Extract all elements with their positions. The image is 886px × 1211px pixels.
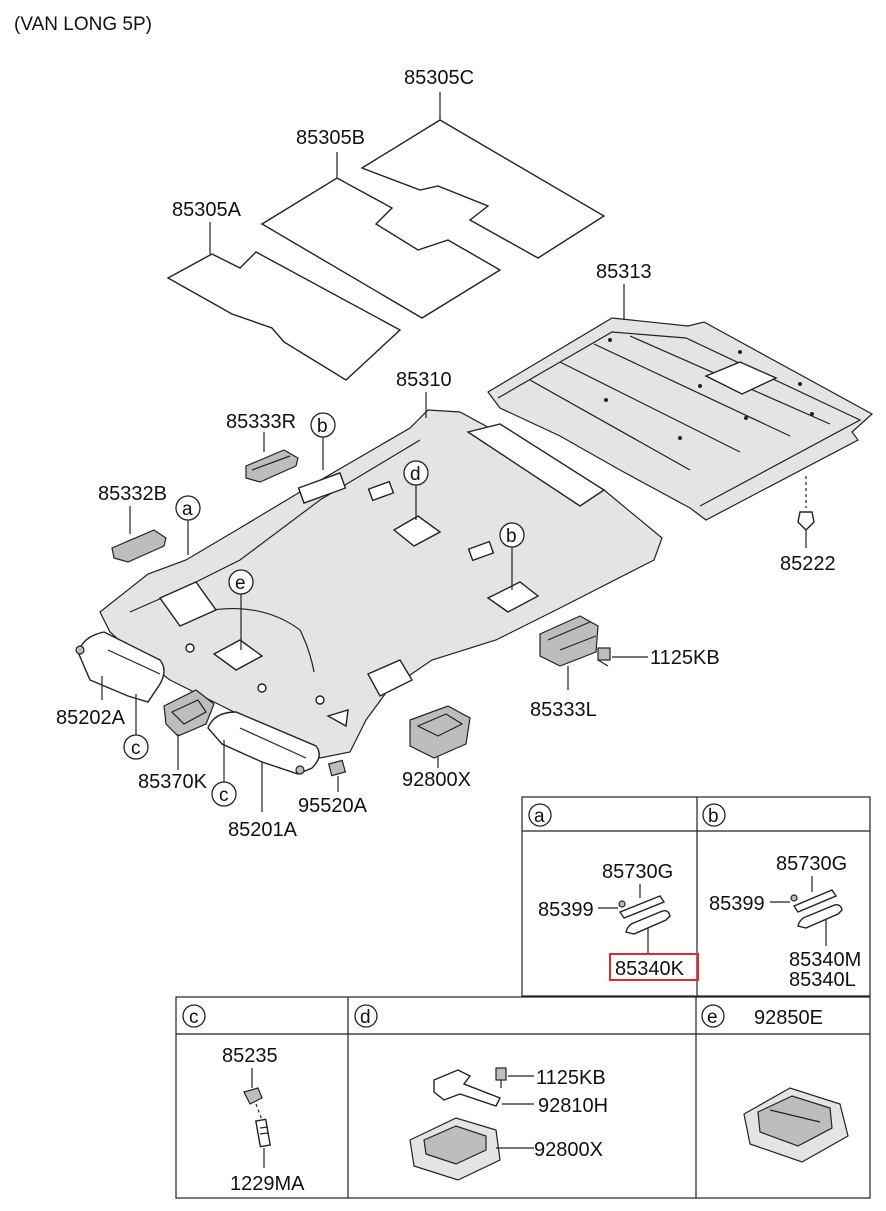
roof-panel-85313[interactable] [487, 317, 874, 521]
detail-c-clip[interactable] [243, 1087, 263, 1105]
svg-text:b: b [506, 526, 517, 547]
svg-text:b: b [708, 806, 719, 827]
detail-d-bolt-label: 1125KB [536, 1067, 606, 1089]
label-85370k: 85370K [138, 771, 208, 793]
detail-b-screw-label: 85399 [709, 893, 765, 915]
svg-text:c: c [131, 738, 141, 759]
pad-85305c[interactable] [360, 119, 606, 259]
callout-b-lower[interactable]: b [499, 522, 525, 548]
svg-text:d: d [360, 1007, 371, 1028]
bracket-85333l[interactable] [539, 615, 599, 667]
label-85202a: 85202A [56, 707, 126, 729]
detail-a-screw-label: 85399 [538, 899, 594, 921]
label-85305c: 85305C [404, 67, 474, 89]
detail-d-bracket-label: 92810H [538, 1095, 608, 1117]
sunvisor-85201a[interactable] [207, 711, 320, 775]
bracket-85332b[interactable] [111, 529, 167, 563]
label-85333l: 85333L [530, 699, 597, 721]
detail-a-handle[interactable] [625, 909, 671, 935]
lamp-92800x[interactable] [409, 705, 471, 759]
detail-b-handle-1-label: 85340M [789, 949, 861, 971]
svg-text:c: c [219, 785, 229, 806]
lamp-85370k[interactable] [163, 689, 215, 737]
detail-e-lamp[interactable] [743, 1087, 849, 1163]
variant-label: (VAN LONG 5P) [14, 14, 152, 35]
detail-b-screw[interactable] [790, 894, 798, 902]
callout-e[interactable]: e [228, 569, 254, 595]
detail-b-handle-2-label: 85340L [789, 969, 856, 991]
label-85305a: 85305A [172, 199, 242, 221]
label-95520a: 95520A [298, 795, 368, 817]
svg-text:c: c [189, 1007, 199, 1028]
detail-c-screw[interactable] [255, 1118, 271, 1148]
svg-text:a: a [182, 499, 193, 520]
svg-text:e: e [707, 1007, 718, 1028]
svg-text:a: a [534, 806, 545, 827]
bolt-1125kb[interactable] [597, 647, 611, 667]
detail-d-bracket[interactable] [433, 1069, 501, 1107]
detail-d-lamp[interactable] [409, 1117, 501, 1181]
detail-a-grip-cover-label: 85730G [602, 861, 673, 883]
svg-text:e: e [235, 573, 246, 594]
label-85332b: 85332B [98, 483, 167, 505]
detail-b-grip-cover-label: 85730G [776, 853, 847, 875]
detail-e-lamp-label: 92850E [754, 1007, 823, 1029]
detail-a-grip-cover[interactable] [618, 895, 666, 919]
svg-text:b: b [317, 416, 328, 437]
detail-c-header: c [182, 1004, 206, 1028]
detail-c-screw-label: 1229MA [230, 1173, 305, 1195]
detail-a-handle-label[interactable]: 85340K [615, 958, 685, 980]
label-85313: 85313 [596, 261, 652, 283]
detail-b-grip-cover[interactable] [792, 889, 838, 913]
detail-b-handle[interactable] [797, 903, 843, 929]
detail-e-header: e [701, 1004, 725, 1028]
callout-d[interactable]: d [403, 460, 429, 486]
label-92800x: 92800X [402, 769, 471, 791]
callout-a[interactable]: a [175, 495, 201, 521]
label-1125kb: 1125KB [650, 647, 720, 669]
callout-c-right[interactable]: c [211, 781, 237, 807]
detail-a-screw[interactable] [618, 900, 626, 908]
label-85333r: 85333R [226, 411, 296, 433]
bracket-85333r[interactable] [245, 449, 299, 483]
detail-d-header: d [354, 1004, 378, 1028]
detail-a-highlight-box [609, 953, 699, 981]
label-85305b: 85305B [296, 127, 365, 149]
label-85222: 85222 [780, 553, 836, 575]
pad-85305b[interactable] [260, 177, 502, 319]
callout-b-upper[interactable]: b [310, 412, 336, 438]
callout-c-left[interactable]: c [123, 734, 149, 760]
pad-85305a[interactable] [166, 251, 402, 381]
label-85201a: 85201A [228, 819, 298, 841]
detail-d-lamp-label: 92800X [534, 1139, 603, 1161]
svg-text:d: d [410, 464, 421, 485]
sunvisor-85202a[interactable] [75, 631, 165, 703]
sensor-95520a[interactable] [327, 759, 347, 777]
headliner-85310[interactable] [99, 409, 663, 759]
label-85310: 85310 [396, 369, 452, 391]
detail-b-header: b [702, 803, 726, 827]
detail-a-header: a [528, 803, 552, 827]
detail-c-clip-label: 85235 [222, 1045, 278, 1067]
clip-85222[interactable] [797, 476, 815, 548]
detail-d-bolt[interactable] [495, 1067, 507, 1088]
